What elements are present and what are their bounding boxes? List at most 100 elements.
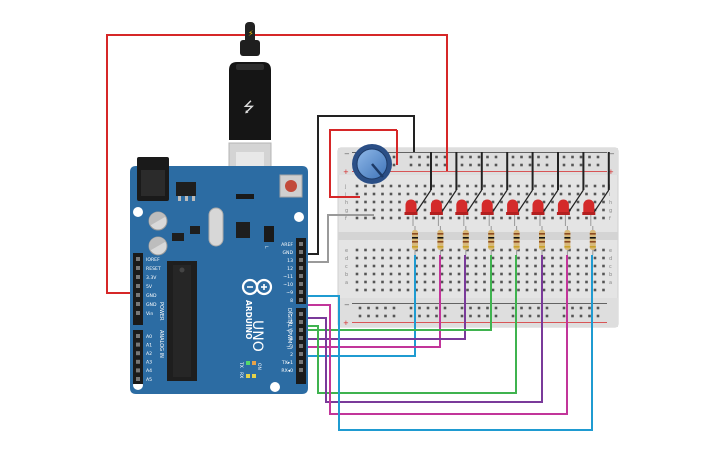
breadboard-hole[interactable] <box>474 280 478 284</box>
breadboard-hole[interactable] <box>364 256 367 260</box>
breadboard-hole[interactable] <box>517 272 520 276</box>
rail-hole[interactable] <box>469 314 472 318</box>
breadboard-hole[interactable] <box>500 200 503 204</box>
breadboard-hole[interactable] <box>474 256 478 260</box>
breadboard-hole[interactable] <box>381 272 384 276</box>
header-pin[interactable] <box>136 275 140 279</box>
breadboard-hole[interactable] <box>364 200 367 204</box>
breadboard-hole[interactable] <box>474 288 478 292</box>
header-pin[interactable] <box>299 360 303 364</box>
breadboard-hole[interactable] <box>432 192 435 196</box>
breadboard-hole[interactable] <box>389 208 393 212</box>
rail-hole[interactable] <box>469 306 472 310</box>
rail-hole[interactable] <box>596 163 600 167</box>
rail-hole[interactable] <box>545 155 549 159</box>
rail-hole[interactable] <box>358 306 362 310</box>
breadboard-hole[interactable] <box>381 184 384 188</box>
breadboard-hole[interactable] <box>406 272 410 276</box>
rail-hole[interactable] <box>418 314 421 318</box>
breadboard-hole[interactable] <box>568 272 571 276</box>
breadboard-hole[interactable] <box>576 272 580 276</box>
rail-hole[interactable] <box>375 314 379 318</box>
breadboard-hole[interactable] <box>372 256 376 260</box>
breadboard-hole[interactable] <box>559 256 563 260</box>
breadboard-hole[interactable] <box>568 264 571 268</box>
breadboard-hole[interactable] <box>474 264 478 268</box>
breadboard-hole[interactable] <box>432 272 435 276</box>
breadboard-hole[interactable] <box>593 272 597 276</box>
breadboard-hole[interactable] <box>483 280 486 284</box>
breadboard-hole[interactable] <box>602 272 605 276</box>
breadboard-hole[interactable] <box>483 192 486 196</box>
rail-hole[interactable] <box>443 163 447 167</box>
breadboard-hole[interactable] <box>398 248 401 252</box>
rail-hole[interactable] <box>418 155 421 159</box>
breadboard-hole[interactable] <box>423 280 427 284</box>
rail-hole[interactable] <box>511 314 515 318</box>
breadboard-hole[interactable] <box>551 280 554 284</box>
rail-hole[interactable] <box>435 314 438 318</box>
breadboard-hole[interactable] <box>576 256 580 260</box>
breadboard-hole[interactable] <box>381 192 384 196</box>
breadboard-hole[interactable] <box>423 208 427 212</box>
breadboard-hole[interactable] <box>500 272 503 276</box>
breadboard-hole[interactable] <box>508 272 512 276</box>
breadboard-hole[interactable] <box>559 264 563 268</box>
breadboard-hole[interactable] <box>415 256 418 260</box>
rail-hole[interactable] <box>528 163 532 167</box>
breadboard-hole[interactable] <box>372 264 376 268</box>
breadboard-hole[interactable] <box>542 280 546 284</box>
breadboard-hole[interactable] <box>449 288 452 292</box>
breadboard-hole[interactable] <box>500 256 503 260</box>
breadboard-hole[interactable] <box>398 256 401 260</box>
breadboard-hole[interactable] <box>466 216 469 220</box>
breadboard-hole[interactable] <box>508 248 512 252</box>
reset-button-cap[interactable] <box>285 180 297 192</box>
breadboard-hole[interactable] <box>355 192 359 196</box>
breadboard-hole[interactable] <box>602 216 605 220</box>
header-pin[interactable] <box>136 368 140 373</box>
breadboard-hole[interactable] <box>449 192 452 196</box>
breadboard-hole[interactable] <box>474 216 478 220</box>
breadboard-hole[interactable] <box>525 288 529 292</box>
rail-hole[interactable] <box>537 155 540 159</box>
led[interactable] <box>532 199 544 214</box>
breadboard-hole[interactable] <box>457 216 461 220</box>
breadboard-hole[interactable] <box>542 216 546 220</box>
breadboard-hole[interactable] <box>500 208 503 212</box>
breadboard-hole[interactable] <box>389 256 393 260</box>
breadboard-hole[interactable] <box>449 256 452 260</box>
breadboard-hole[interactable] <box>389 192 393 196</box>
breadboard-hole[interactable] <box>525 248 529 252</box>
breadboard-hole[interactable] <box>398 208 401 212</box>
breadboard-hole[interactable] <box>398 272 401 276</box>
breadboard-hole[interactable] <box>415 192 418 196</box>
breadboard-hole[interactable] <box>423 200 427 204</box>
rail-hole[interactable] <box>528 314 532 318</box>
led[interactable] <box>405 199 417 214</box>
breadboard-hole[interactable] <box>372 248 376 252</box>
breadboard-hole[interactable] <box>432 216 435 220</box>
breadboard-hole[interactable] <box>602 184 605 188</box>
breadboard-hole[interactable] <box>406 192 410 196</box>
breadboard-hole[interactable] <box>542 272 546 276</box>
breadboard-hole[interactable] <box>602 192 605 196</box>
breadboard-hole[interactable] <box>364 184 367 188</box>
breadboard-hole[interactable] <box>559 280 563 284</box>
breadboard-hole[interactable] <box>593 256 597 260</box>
breadboard-hole[interactable] <box>559 272 563 276</box>
breadboard-hole[interactable] <box>364 216 367 220</box>
rail-hole[interactable] <box>426 306 430 310</box>
breadboard-hole[interactable] <box>415 280 418 284</box>
led[interactable] <box>557 199 569 214</box>
breadboard-hole[interactable] <box>372 216 376 220</box>
breadboard-hole[interactable] <box>525 216 529 220</box>
breadboard-hole[interactable] <box>491 200 495 204</box>
header-pin[interactable] <box>299 258 303 262</box>
rail-hole[interactable] <box>443 155 447 159</box>
breadboard-hole[interactable] <box>585 264 588 268</box>
rail-hole[interactable] <box>460 155 464 159</box>
breadboard-hole[interactable] <box>483 216 486 220</box>
wire-pot-power[interactable] <box>329 129 397 198</box>
rail-hole[interactable] <box>477 314 481 318</box>
